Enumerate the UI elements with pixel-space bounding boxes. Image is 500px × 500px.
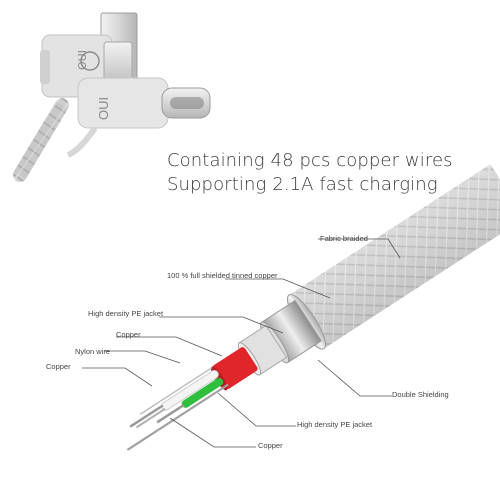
headline-line-2: Supporting 2.1A fast charging: [167, 174, 438, 195]
label-pe-jacket-bottom: High density PE jacket: [297, 420, 373, 429]
label-fabric-braided: Fabric braided: [320, 234, 368, 243]
label-nylon-wire: Nylon wire: [75, 347, 111, 356]
label-double-shielding: Double Shielding: [392, 390, 449, 399]
leader-lines: [82, 238, 401, 448]
usb-connector-assembly: OUI OUI: [13, 12, 211, 182]
logo-text: OUI: [76, 50, 89, 70]
label-copper-2: Copper: [46, 362, 71, 371]
label-copper-bottom: Copper: [258, 441, 283, 450]
headline-line-1: Containing 48 pcs copper wires: [167, 150, 453, 171]
label-pe-jacket-top: High density PE jacket: [88, 309, 164, 318]
label-full-shielded-copper: 100 % full shielded tinned copper: [167, 271, 278, 280]
cable-cross-section: [82, 164, 500, 451]
label-copper-1: Copper: [116, 330, 141, 339]
oui-logo: OUI: [76, 50, 100, 71]
logo-text-adapter: OUI: [96, 97, 111, 120]
